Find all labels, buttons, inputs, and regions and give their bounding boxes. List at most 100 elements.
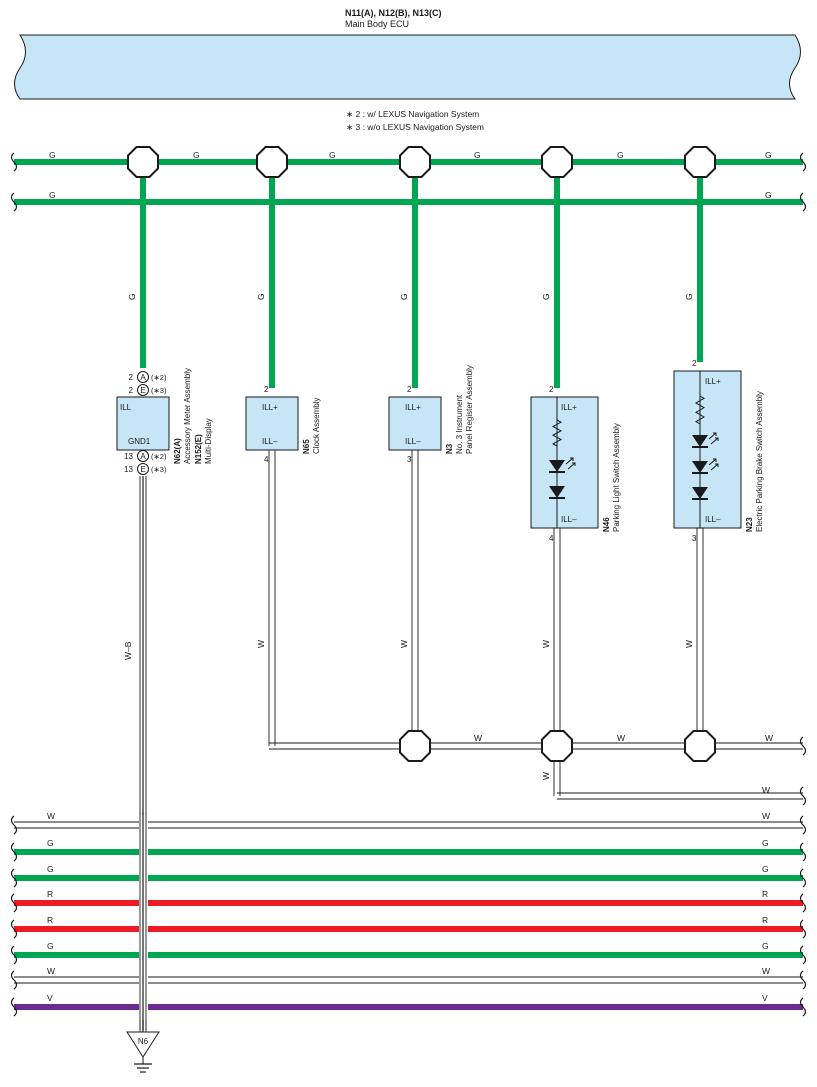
- top-bus-1-right-break: [799, 152, 807, 172]
- feed-wire-label: G: [541, 293, 551, 300]
- pin-number-bottom: 3: [407, 455, 412, 464]
- component-code: N46: [602, 517, 611, 532]
- led-symbol: [549, 457, 576, 473]
- bottom-bus-label-right: G: [762, 838, 769, 848]
- connector-note: (∗3): [151, 465, 167, 474]
- return-bus-label: W: [474, 733, 482, 743]
- pin-number-bottom: 4: [264, 455, 269, 464]
- top-splice: [127, 146, 159, 178]
- component-box: [116, 396, 170, 451]
- led-symbol-triangle: [549, 460, 565, 472]
- bottom-bus-6-left-break: [10, 945, 18, 965]
- component-box: [388, 396, 442, 451]
- top-bus-2-label: G: [765, 190, 772, 200]
- top-bus-2-left-break: [10, 192, 18, 212]
- connector-note: (∗2): [151, 452, 167, 461]
- pin-label-top: ILL+: [561, 403, 577, 412]
- top-bus-1-label: G: [474, 150, 481, 160]
- bottom-bus-7-right-break: [799, 970, 807, 990]
- bottom-bus-4-right-break: [799, 893, 807, 913]
- connector-pin: 2: [129, 373, 134, 382]
- connector-pin: 2: [129, 386, 134, 395]
- bottom-bus-label-left: G: [47, 941, 54, 951]
- ground-group: N6: [126, 1031, 160, 1073]
- bottom-bus-label-left: V: [47, 993, 53, 1003]
- bottom-bus-label-right: G: [762, 941, 769, 951]
- led-symbol-rays: [708, 432, 719, 445]
- top-bus-2-label: G: [49, 190, 56, 200]
- pin-label-bottom: ILL–: [405, 437, 421, 446]
- component-name-2: Multi-Display: [204, 418, 213, 464]
- bottom-bus-5: [10, 919, 807, 939]
- pin-label-top: ILL+: [705, 377, 721, 386]
- bottom-bus-label-right: R: [762, 889, 768, 899]
- led-symbol-triangle: [692, 435, 708, 447]
- bottom-bus-6: [10, 945, 807, 965]
- component-name: Clock Assembly: [312, 398, 321, 454]
- connector-id-circle: [137, 450, 149, 462]
- component-name: Parking Light Switch Assembly: [612, 423, 621, 532]
- return-bus-label: W: [765, 733, 773, 743]
- return-wire-label: W: [399, 640, 409, 648]
- bottom-bus-label-left: W: [47, 966, 55, 976]
- return-splice: [684, 730, 716, 762]
- led-symbol-triangle: [692, 461, 708, 473]
- return-bus-break: [799, 736, 807, 756]
- bottom-bus-label-right: W: [762, 966, 770, 976]
- component-name-2: Panel Register Assembly: [465, 365, 474, 454]
- pin-number-top: 2: [549, 385, 554, 394]
- resistor-symbol: [551, 419, 563, 447]
- bottom-bus-7-left-break: [10, 970, 18, 990]
- connector-id-letter: E: [140, 386, 145, 395]
- bottom-bus-4-left-break: [10, 893, 18, 913]
- bottom-bus-label-right: R: [762, 915, 768, 925]
- bottom-bus-label-left: R: [47, 889, 53, 899]
- diode-symbol-triangle: [549, 486, 565, 498]
- return-branch-label: W: [762, 785, 770, 795]
- component-box: [245, 396, 299, 451]
- led-symbol-rays: [708, 458, 719, 471]
- top-bus-2-right-break: [799, 192, 807, 212]
- return-splice: [399, 730, 431, 762]
- pin-label-top: ILL+: [405, 403, 421, 412]
- component-code: N65: [302, 439, 311, 454]
- pin-label-bottom: GND1: [128, 437, 151, 446]
- top-bus-1-label: G: [617, 150, 624, 160]
- component-box: [530, 396, 599, 529]
- top-bus-2: [10, 192, 807, 212]
- bottom-bus-5-right-break: [799, 919, 807, 939]
- bottom-bus-3: [10, 868, 807, 888]
- led-symbol-rays: [565, 457, 576, 470]
- bottom-bus-4: [10, 893, 807, 913]
- component-box: [673, 370, 742, 529]
- bottom-bus-label-left: G: [47, 838, 54, 848]
- return-splice: [541, 730, 573, 762]
- note-2: ∗ 2 : w/ LEXUS Navigation System: [346, 109, 479, 119]
- pin-label-top: ILL: [120, 403, 132, 412]
- pin-label-bottom: ILL–: [262, 437, 278, 446]
- pin-number-bottom: 3: [692, 534, 697, 543]
- feed-wire-label: G: [399, 293, 409, 300]
- diode-symbol-triangle: [692, 487, 708, 499]
- ground-triangle: [126, 1031, 160, 1058]
- connector-note: (∗3): [151, 386, 167, 395]
- pin-number-top: 2: [264, 385, 269, 394]
- feed-wire-label: G: [684, 293, 694, 300]
- pin-number-top: 2: [692, 359, 697, 368]
- ecu-name: Main Body ECU: [345, 19, 409, 29]
- bottom-bus-label-right: W: [762, 811, 770, 821]
- component-code: N3: [445, 443, 454, 454]
- bottom-bus-2: [10, 842, 807, 862]
- connector-note: (∗2): [151, 373, 167, 382]
- connector-id-letter: A: [140, 373, 146, 382]
- component-code: N62(A): [173, 438, 182, 464]
- feed-wire-label: G: [127, 293, 137, 300]
- ground-wire-label: W–B: [123, 641, 133, 660]
- top-splice: [541, 146, 573, 178]
- ecu-body: [14, 34, 801, 100]
- return-branch-break: [799, 786, 807, 806]
